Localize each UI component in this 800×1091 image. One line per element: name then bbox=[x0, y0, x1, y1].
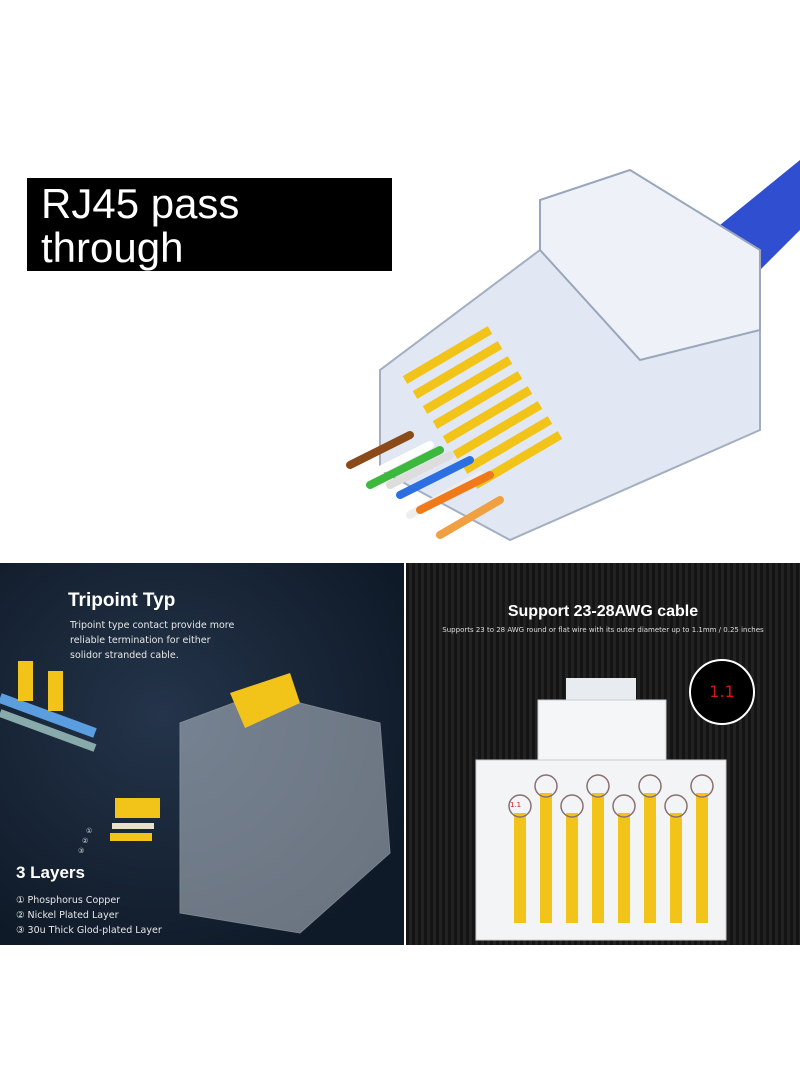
hero-title-line1: RJ45 pass through bbox=[41, 180, 240, 271]
desc-line: solidor stranded cable. bbox=[70, 650, 179, 661]
connector-front-illustration bbox=[475, 678, 727, 941]
layer-item: ① Phosphorus Copper bbox=[16, 895, 121, 906]
callout: ① bbox=[86, 827, 93, 835]
wires bbox=[346, 431, 504, 539]
layers-heading: 3 Layers bbox=[16, 863, 85, 882]
hero-title: RJ45 pass through Connectors bbox=[27, 178, 392, 314]
diameter-value: 1.1 bbox=[709, 682, 735, 701]
layer-item: ③ 30u Thick Glod-plated Layer bbox=[16, 925, 162, 936]
layer-item: ② Nickel Plated Layer bbox=[16, 910, 119, 921]
tripoint-heading: Tripoint Typ bbox=[68, 590, 176, 611]
rj45-connector-illustration bbox=[346, 160, 800, 542]
awg-description: Supports 23 to 28 AWG round or flat wire… bbox=[442, 626, 764, 634]
callout: ③ bbox=[78, 847, 85, 855]
layers-list: ① Phosphorus Copper ② Nickel Plated Laye… bbox=[16, 893, 162, 938]
diameter-badge: 1.1 bbox=[689, 659, 755, 725]
hero-title-line2: Connectors bbox=[93, 268, 308, 315]
callout: ② bbox=[82, 837, 89, 845]
awg-heading: Support 23-28AWG cable bbox=[507, 603, 699, 620]
awg-panel: Support 23-28AWG cable Supports 23 to 28… bbox=[406, 563, 800, 945]
tripoint-illustration bbox=[0, 661, 391, 934]
hole-label: 1.1 bbox=[510, 801, 522, 809]
tripoint-panel: Tripoint Typ Tripoint type contact provi… bbox=[0, 563, 404, 945]
layer-callouts: ① ② ③ bbox=[78, 826, 93, 856]
desc-line: Tripoint type contact provide more bbox=[70, 620, 235, 631]
latch bbox=[539, 168, 761, 362]
desc-line: reliable termination for either bbox=[70, 635, 211, 646]
tripoint-description: Tripoint type contact provide more relia… bbox=[70, 618, 234, 663]
